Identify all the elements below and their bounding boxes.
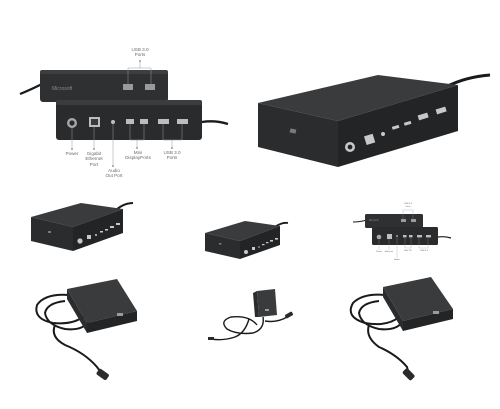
power-brick-2 [205, 285, 300, 350]
power-brick-1 [25, 275, 155, 385]
label-minidp: Mini DisplayPorts [125, 150, 151, 161]
label-usb-top: USB 3.0 Ports [131, 47, 149, 58]
label-audio-small: Audio [394, 259, 400, 261]
usb-port-2 [177, 119, 188, 124]
security-slot [289, 128, 297, 134]
minidp-port-1 [126, 119, 134, 124]
dock-back-unit [40, 70, 168, 102]
dock-angle-large [250, 55, 500, 180]
usb-port-1 [158, 119, 169, 124]
dock-angle-small-1 [25, 195, 140, 260]
label-power-small: Power [375, 251, 383, 253]
labeled-port-diagram: Microsoft USB 3.0 Ports Power Gigabit Et… [0, 0, 240, 190]
ethernet-port [364, 133, 376, 145]
audio-port [111, 120, 115, 124]
label-usb-bottom: USB 3.0 Ports [163, 150, 181, 161]
brand-label-small: Microsoft [369, 219, 379, 222]
label-usb-top-small: USB 3.0 Ports [403, 203, 413, 208]
label-audio: Audio Out Port [105, 168, 123, 179]
label-ethernet-small: Ethernet [384, 251, 394, 253]
minidp-port-2 [140, 119, 148, 124]
labeled-port-diagram-small: Microsoft USB 3.0 Ports Power Ethernet A… [345, 200, 455, 275]
power-brick-3 [335, 275, 465, 385]
label-power: Power [65, 151, 79, 156]
label-ethernet: Gigabit Ethernet Port [85, 151, 103, 167]
label-usb-bottom-small: USB 3.0 [419, 250, 429, 252]
label-minidp-small: Mini DP [404, 250, 412, 252]
brand-label: Microsoft [52, 86, 73, 92]
dock-angle-small-2 [200, 215, 290, 265]
